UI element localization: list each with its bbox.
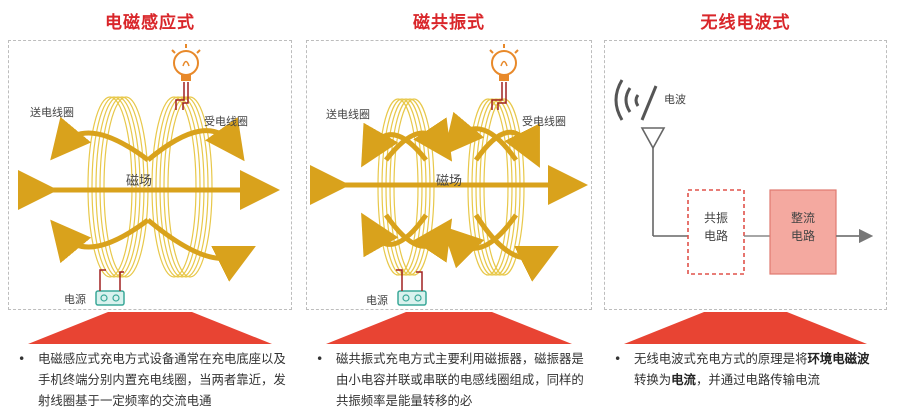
panel-resonance: 磁共振式 xyxy=(306,0,592,408)
label-field: 磁场 xyxy=(126,174,152,189)
label-rectifier-line2: 电路 xyxy=(791,228,815,243)
flux-arrow-6 xyxy=(383,213,453,263)
flux-arrow-bottom-left xyxy=(50,217,150,264)
induction-diagram: 送电线圈 受电线圈 磁场 电源 xyxy=(18,44,280,306)
source-wire xyxy=(99,269,124,291)
description-text: 磁共振式充电方式主要利用磁振器，磁振器是由小电容并联或串联的电感线圈组成，同样的… xyxy=(336,351,584,408)
description: • 无线电波式充电方式的原理是将环境电磁波转换为电流，并通过电路传输电流 xyxy=(614,348,881,390)
wave-emitter xyxy=(640,85,658,121)
desc-emphasis: 电流 xyxy=(671,372,696,387)
flux-arrow-bottom-right xyxy=(146,218,256,282)
label-receive-coil: 受电线圈 xyxy=(522,114,566,128)
panel-induction: 电磁感应式 xyxy=(8,0,292,408)
flux-arrow-7 xyxy=(441,213,519,269)
label-field: 磁场 xyxy=(436,174,462,189)
bullet: • xyxy=(316,351,324,366)
description-text: 电磁感应式充电方式设备通常在充电底座以及手机终端分别内置充电线圈，当两者靠近，发… xyxy=(38,351,286,408)
power-source-icon xyxy=(95,290,125,306)
bulb-wire xyxy=(491,82,507,110)
radio-wave-diagram: 电波 共振 电路 整流 电路 xyxy=(614,79,874,275)
source-wire xyxy=(396,269,423,291)
bullet: • xyxy=(18,351,26,366)
description: • 磁共振式充电方式主要利用磁振器，磁振器是由小电容并联或串联的电感线圈组成，同… xyxy=(316,348,586,411)
desc-emphasis: 环境电磁波 xyxy=(807,351,870,366)
label-resonance-line2: 电路 xyxy=(704,228,728,243)
flux-arrow-top-left xyxy=(50,116,150,163)
flux-arrow-4 xyxy=(473,123,540,168)
stage-triangle xyxy=(624,312,867,344)
flux-arrow-2 xyxy=(384,117,453,162)
label-receive-coil: 受电线圈 xyxy=(204,114,248,128)
desc-part: 转换为 xyxy=(634,372,672,387)
bullet: • xyxy=(614,351,622,366)
panel-title: 磁共振式 xyxy=(413,13,485,33)
rectifier-circuit-box xyxy=(769,189,837,275)
description: • 电磁感应式充电方式设备通常在充电底座以及手机终端分别内置充电线圈，当两者靠近… xyxy=(18,348,286,411)
description-text: 无线电波式充电方式的原理是将环境电磁波转换为电流，并通过电路传输电流 xyxy=(614,348,881,390)
stage-triangle xyxy=(326,312,572,344)
label-send-coil: 送电线圈 xyxy=(30,105,74,119)
label-source: 电源 xyxy=(64,292,86,306)
diagram-frame xyxy=(604,40,887,310)
desc-part: ，并通过电路传输电流 xyxy=(695,372,820,387)
resonance-circuit-box xyxy=(687,189,745,275)
radio-wave-icon xyxy=(614,79,640,121)
lightbulb-icon xyxy=(489,44,519,81)
panel-radio-wave: 无线电波式 电波 共振 电路 整流 电路 • 无线电波式充 xyxy=(604,0,887,400)
panel-title: 无线电波式 xyxy=(700,13,791,33)
label-wave: 电波 xyxy=(664,93,686,106)
diagram-frame xyxy=(8,40,292,310)
diagram-frame xyxy=(306,40,592,310)
lightbulb-icon xyxy=(171,44,201,81)
label-send-coil: 送电线圈 xyxy=(326,107,370,121)
receive-coil xyxy=(151,96,213,278)
stage-triangle xyxy=(28,312,272,344)
label-rectifier-line1: 整流 xyxy=(791,210,815,225)
resonance-diagram: 送电线圈 受电线圈 磁场 电源 xyxy=(310,44,588,307)
power-source-icon xyxy=(397,290,427,306)
bulb-wire xyxy=(175,82,189,110)
antenna-icon xyxy=(640,127,688,237)
desc-part: 无线电波式充电方式的原理是将 xyxy=(634,351,808,366)
flux-arrow-8 xyxy=(473,213,559,282)
flux-arrow-top-right xyxy=(146,117,245,162)
panel-title: 电磁感应式 xyxy=(105,13,195,33)
label-resonance-line1: 共振 xyxy=(704,211,728,225)
label-source: 电源 xyxy=(366,293,388,307)
